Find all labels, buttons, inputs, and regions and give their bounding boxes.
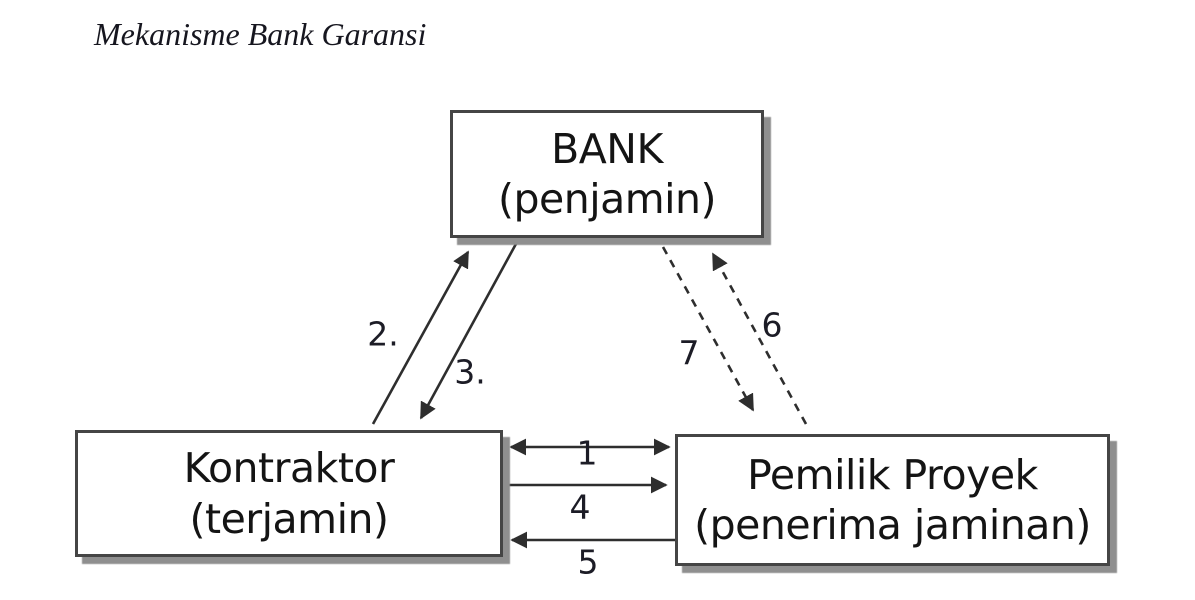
node-bank: BANK (penjamin) [450, 110, 764, 238]
edge-label-2: 2. [367, 314, 399, 354]
edge-label-5: 5 [577, 542, 599, 582]
edge-label-7: 7 [678, 333, 700, 373]
edge-6-line [711, 252, 808, 425]
edge-label-1: 1 [576, 433, 598, 473]
edge-2-line [371, 250, 470, 425]
node-pemilik-proyek-name: Pemilik Proyek [747, 450, 1038, 499]
node-kontraktor-name: Kontraktor [183, 444, 395, 493]
node-pemilik-proyek: Pemilik Proyek (penerima jaminan) [675, 434, 1110, 566]
edge-label-4: 4 [569, 487, 591, 527]
node-kontraktor-role: (terjamin) [189, 494, 389, 543]
edge-label-3: 3. [454, 352, 486, 392]
edge-label-6: 6 [761, 305, 783, 345]
edge-7-line [661, 246, 755, 412]
node-pemilik-proyek-role: (penerima jaminan) [694, 501, 1091, 549]
edge-3-line [419, 241, 519, 420]
node-bank-name: BANK [551, 124, 663, 173]
node-kontraktor: Kontraktor (terjamin) [75, 430, 503, 557]
node-bank-role: (penjamin) [497, 175, 717, 223]
diagram-title: Mekanisme Bank Garansi [94, 16, 427, 52]
